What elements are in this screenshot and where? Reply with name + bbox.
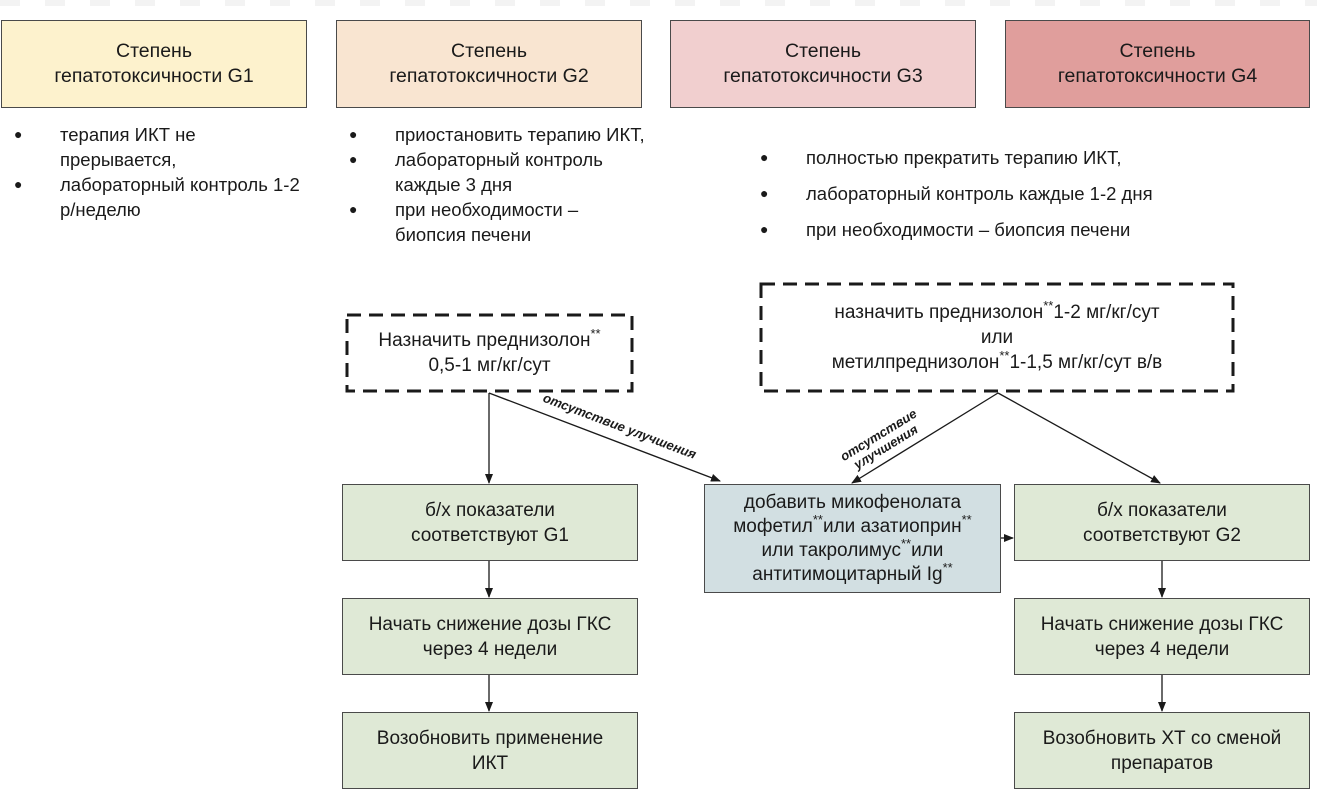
g2-steroid-dashed-border — [345, 313, 634, 393]
left-chain-step-2: Начать снижение дозы ГКС через 4 недели — [342, 598, 638, 675]
step-line1: б/х показатели — [425, 499, 555, 521]
list-item: приостановить терапию ИКТ, — [349, 122, 649, 147]
step-line1: Начать снижение дозы ГКС — [368, 613, 612, 635]
grade-g3-line1: Степень — [785, 40, 861, 62]
step-line2: через 4 недели — [1094, 638, 1230, 660]
list-item: лабораторный контроль каждые 1-2 дня — [760, 181, 1260, 206]
list-item: полностью прекратить терапию ИКТ, — [760, 145, 1260, 170]
grade-g2-box: Степень гепатотоксичности G2 — [336, 20, 642, 108]
footnote-mark: ** — [1043, 298, 1054, 313]
arrow-g34-steroid-to-immuno — [851, 392, 999, 484]
g34-steroid-or: или — [980, 327, 1014, 348]
grade-g3-box: Степень гепатотоксичности G3 — [670, 20, 976, 108]
step-line1: б/х показатели — [1097, 499, 1227, 521]
right-chain-step-2: Начать снижение дозы ГКС через 4 недели — [1014, 598, 1310, 675]
footnote-mark: ** — [590, 326, 601, 341]
grade-g1-line2: гепатотоксичности G1 — [54, 65, 254, 87]
footnote-mark: ** — [942, 559, 953, 575]
list-item: при необходимости – биопсия печени — [349, 197, 649, 247]
g2-steroid-box: Назначить преднизолон** 0,5-1 мг/кг/сут — [347, 315, 632, 391]
immuno-line3a: или такролимус — [761, 539, 901, 561]
g34-steroid-line1a: назначить преднизолон — [834, 302, 1044, 323]
grade-g1-line1: Степень — [116, 40, 192, 62]
left-chain-step-1: б/х показатели соответствуют G1 — [342, 484, 638, 561]
immuno-line4: антитимоцитарный Ig — [752, 563, 943, 585]
step-line2: соответствуют G2 — [1083, 524, 1241, 546]
footnote-mark: ** — [900, 535, 912, 551]
step-line1: Начать снижение дозы ГКС — [1040, 613, 1284, 635]
grade-g4-box: Степень гепатотоксичности G4 — [1005, 20, 1310, 108]
g2-steroid-line2: 0,5-1 мг/кг/сут — [428, 355, 551, 376]
top-strip — [0, 0, 1317, 6]
arrow-g2-steroid-to-immuno — [488, 392, 721, 482]
list-item: при необходимости – биопсия печени — [760, 217, 1260, 242]
g1-actions-list: терапия ИКТ не прерывается, лабораторный… — [14, 122, 314, 222]
step-line1: Возобновить ХТ со сменой — [1042, 727, 1282, 749]
g34-steroid-box: назначить преднизолон**1-2 мг/кг/сут или… — [761, 284, 1233, 391]
g34-steroid-line3a: метилпреднизолон — [831, 352, 1000, 373]
footnote-mark: ** — [961, 511, 972, 527]
immuno-line1: добавить микофенолата — [743, 491, 962, 513]
right-chain-step-1: б/х показатели соответствуют G2 — [1014, 484, 1310, 561]
g34-steroid-dashed-border — [759, 282, 1235, 393]
immuno-line2a: мофетил — [733, 515, 813, 537]
footnote-mark: ** — [812, 511, 823, 527]
g34-steroid-line1b: 1-2 мг/кг/сут — [1053, 302, 1160, 323]
immuno-line3b: или — [911, 539, 944, 561]
immuno-line2b: или азатиоприн — [822, 515, 962, 537]
immunosuppressant-box: добавить микофенолата мофетил**или азати… — [704, 484, 1001, 593]
step-line2: соответствуют G1 — [411, 524, 569, 546]
grade-g2-line2: гепатотоксичности G2 — [389, 65, 589, 87]
grade-g3-line2: гепатотоксичности G3 — [723, 65, 923, 87]
grade-g4-line1: Степень — [1119, 40, 1196, 62]
g34-steroid-line3b: 1-1,5 мг/кг/сут в/в — [1009, 352, 1163, 373]
step-line2: препаратов — [1110, 752, 1214, 774]
step-line2: через 4 недели — [422, 638, 558, 660]
grade-g1-box: Степень гепатотоксичности G1 — [1, 20, 307, 108]
g2-steroid-line1: Назначить преднизолон — [378, 330, 591, 351]
footnote-mark: ** — [999, 348, 1010, 363]
list-item: лабораторный контроль каждые 3 дня — [349, 147, 649, 197]
g34-actions-list: полностью прекратить терапию ИКТ, лабора… — [760, 145, 1260, 253]
grade-g2-line1: Степень — [451, 40, 527, 62]
g2-actions-list: приостановить терапию ИКТ, лабораторный … — [349, 122, 649, 247]
arrow-g34-steroid-to-g2 — [997, 392, 1161, 484]
list-item: лабораторный контроль 1-2 р/неделю — [14, 172, 314, 222]
list-item: терапия ИКТ не прерывается, — [14, 122, 314, 172]
step-line2: ИКТ — [471, 752, 509, 774]
right-chain-step-3: Возобновить ХТ со сменой препаратов — [1014, 712, 1310, 789]
grade-g4-line2: гепатотоксичности G4 — [1057, 65, 1258, 87]
step-line1: Возобновить применение — [376, 727, 604, 749]
